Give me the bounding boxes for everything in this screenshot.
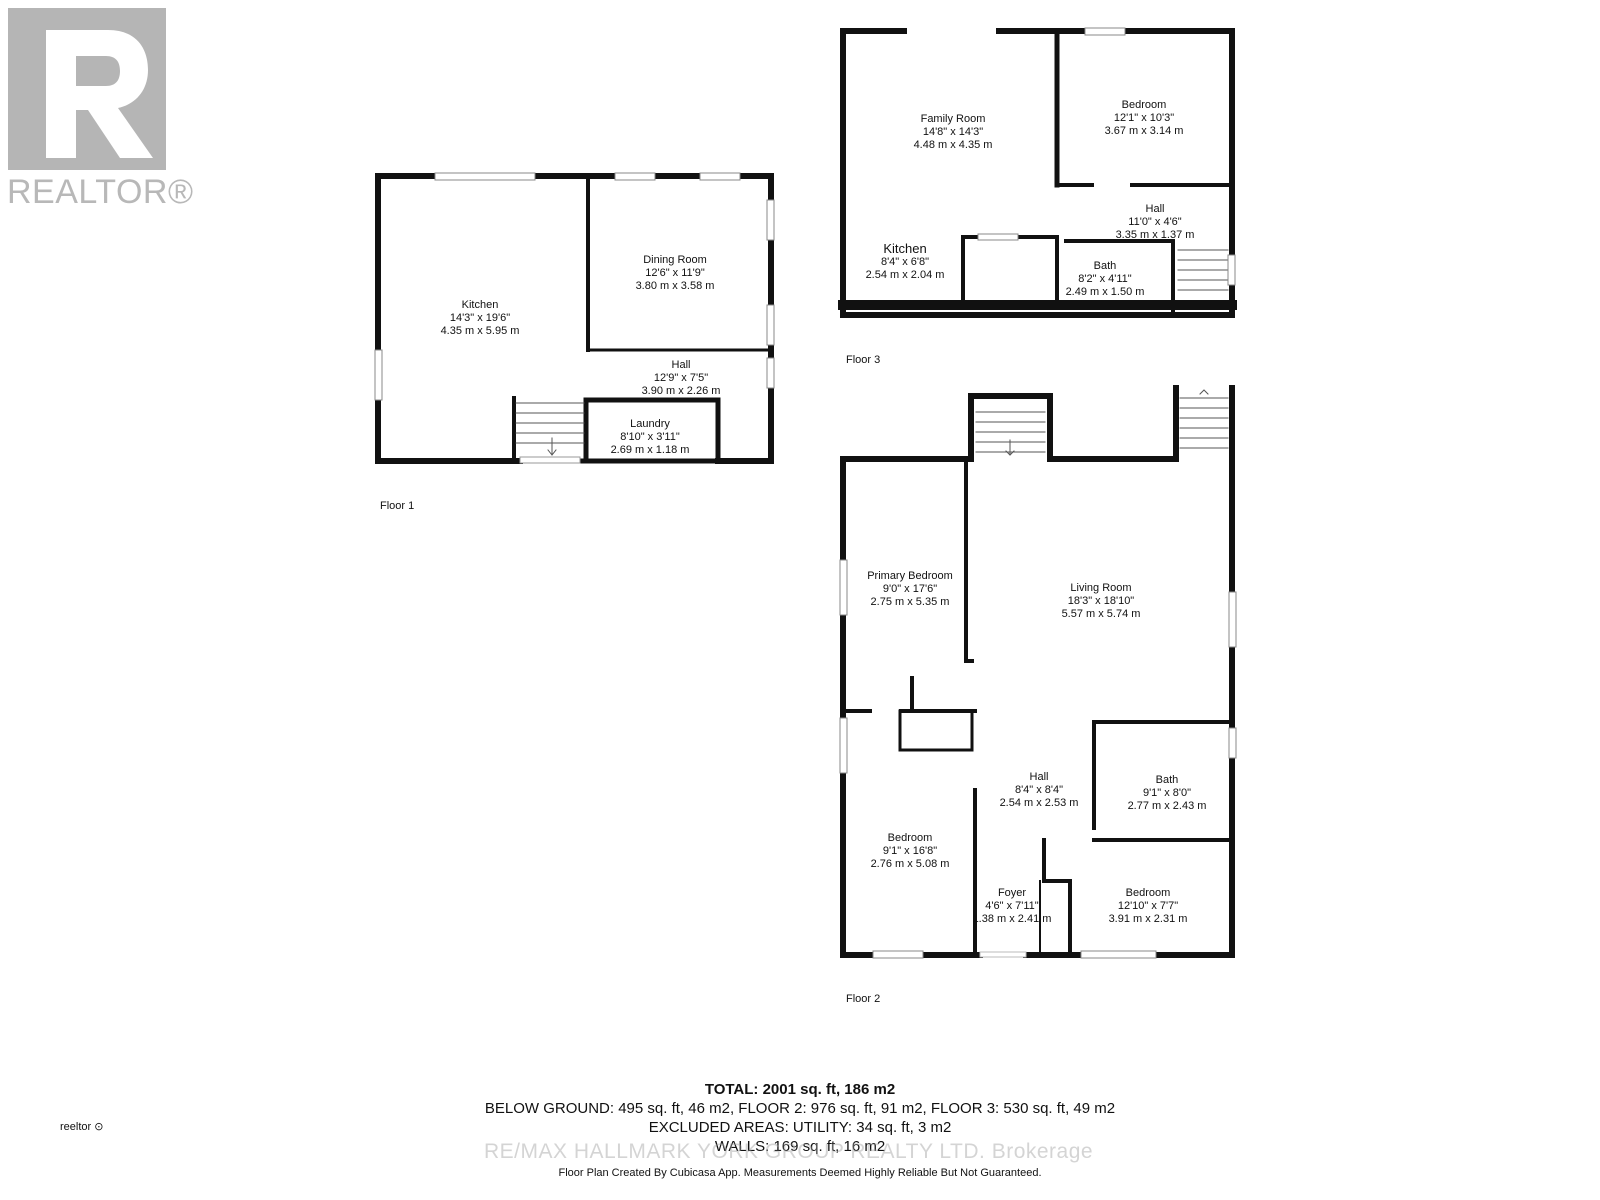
room-dims-imperial: 8'4" x 8'4" [1014, 784, 1064, 796]
room-dims-imperial: 8'2" x 4'11" [1078, 273, 1132, 285]
floor3-stairs [1177, 249, 1229, 291]
room-dims-imperial: 11'0" x 4'6" [1128, 216, 1182, 228]
room-dims-imperial: 4'6" x 7'11" [985, 900, 1039, 912]
room-dims-imperial: 8'10" x 3'11" [620, 431, 680, 443]
room-dims-metric: 3.91 m x 2.31 m [1108, 913, 1188, 925]
walls-area: WALLS: 169 sq. ft, 16 m2 [714, 1138, 886, 1155]
room-dims-metric: 3.90 m x 2.26 m [641, 385, 721, 397]
room-dims-metric: 2.75 m x 5.35 m [870, 596, 950, 608]
room-dims-imperial: 8'4" x 6'8" [880, 256, 930, 268]
room-name: Living Room [1070, 582, 1132, 594]
realtor-wordmark: REALTOR® [7, 173, 194, 211]
room-dims-metric: 3.80 m x 3.58 m [635, 280, 715, 292]
room-dims-metric: 1.38 m x 2.41 m [972, 913, 1052, 925]
disclaimer: Floor Plan Created By Cubicasa App. Meas… [558, 1167, 1042, 1179]
floor2-bedroom-label: Bedroom 9'1" x 16'8" 2.76 m x 5.08 m [871, 832, 950, 871]
room-name: Kitchen [883, 241, 927, 256]
floor1-stairs [515, 402, 585, 464]
room-dims-imperial: 14'3" x 19'6" [449, 312, 511, 324]
realtor-logo-icon [8, 8, 166, 170]
room-dims-imperial: 12'10" x 7'7" [1117, 900, 1179, 912]
floor3-family-label: Family Room 14'8" x 14'3" 4.48 m x 4.35 … [914, 113, 993, 152]
room-dims-imperial: 18'3" x 18'10" [1067, 595, 1135, 607]
room-dims-metric: 3.67 m x 3.14 m [1104, 125, 1184, 137]
floor3-bedroom-label: Bedroom 12'1" x 10'3" 3.67 m x 3.14 m [1105, 99, 1184, 138]
floor1-caption: Floor 1 [380, 500, 415, 512]
room-dims-imperial: 14'8" x 14'3" [922, 126, 984, 138]
floor3-windows [977, 27, 1236, 286]
floor1-walls [375, 173, 774, 464]
floor3-bath-label: Bath 8'2" x 4'11" 2.49 m x 1.50 m [1066, 260, 1145, 299]
room-name: Hall [1145, 203, 1165, 215]
room-name: Dining Room [643, 254, 707, 266]
room-name: Kitchen [461, 299, 499, 311]
room-dims-metric: 3.35 m x 1.37 m [1115, 229, 1195, 241]
room-dims-metric: 4.35 m x 5.95 m [440, 325, 520, 337]
floor1-hall-label: Hall 12'9" x 7'5" 3.90 m x 2.26 m [642, 359, 721, 398]
area-breakdown: BELOW GROUND: 495 sq. ft, 46 m2, FLOOR 2… [484, 1100, 1116, 1117]
floor3-hall-label: Hall 11'0" x 4'6" 3.35 m x 1.37 m [1116, 203, 1195, 242]
floor2-windows [839, 559, 1237, 959]
room-dims-metric: 2.77 m x 2.43 m [1127, 800, 1207, 812]
floor3-caption: Floor 3 [846, 354, 881, 366]
floor2-stairs [975, 389, 1229, 456]
room-dims-metric: 2.49 m x 1.50 m [1065, 286, 1145, 298]
floor2-foyer-label: Foyer 4'6" x 7'11" 1.38 m x 2.41 m [973, 887, 1052, 926]
floor2-caption: Floor 2 [846, 993, 881, 1005]
room-dims-metric: 2.69 m x 1.18 m [610, 444, 690, 456]
floor2-bedroom2-label: Bedroom 12'10" x 7'7" 3.91 m x 2.31 m [1109, 887, 1188, 926]
room-dims-imperial: 12'1" x 10'3" [1113, 112, 1175, 124]
excluded-areas: EXCLUDED AREAS: UTILITY: 34 sq. ft, 3 m2 [648, 1119, 952, 1136]
room-dims-imperial: 9'1" x 16'8" [882, 845, 938, 857]
room-name: Bedroom [1121, 99, 1167, 111]
room-dims-imperial: 9'1" x 8'0" [1142, 787, 1192, 799]
room-name: Bedroom [887, 832, 933, 844]
floor3-kitchen-label: Kitchen 8'4" x 6'8" 2.54 m x 2.04 m [866, 241, 945, 282]
room-dims-metric: 5.57 m x 5.74 m [1061, 608, 1141, 620]
room-dims-metric: 2.54 m x 2.53 m [999, 797, 1079, 809]
room-name: Bedroom [1125, 887, 1171, 899]
room-name: Primary Bedroom [867, 570, 953, 582]
floor1-kitchen-label: Kitchen 14'3" x 19'6" 4.35 m x 5.95 m [441, 299, 520, 338]
brokerage-watermark: RE/MAX HALLMARK YORK GROUP REALTY LTD. B… [484, 1140, 1094, 1163]
floor2-living-label: Living Room 18'3" x 18'10" 5.57 m x 5.74… [1062, 582, 1141, 621]
room-name: Family Room [920, 113, 986, 125]
room-name: Hall [1029, 771, 1049, 783]
reeltor-brand: reeltor ⊙ [60, 1121, 104, 1133]
room-dims-metric: 2.76 m x 5.08 m [870, 858, 950, 870]
floor2-hall-label: Hall 8'4" x 8'4" 2.54 m x 2.53 m [1000, 771, 1079, 810]
room-dims-metric: 4.48 m x 4.35 m [913, 139, 993, 151]
room-dims-imperial: 12'9" x 7'5" [653, 372, 709, 384]
room-name: Bath [1093, 260, 1117, 272]
floor2-bath-label: Bath 9'1" x 8'0" 2.77 m x 2.43 m [1128, 774, 1207, 813]
room-dims-metric: 2.54 m x 2.04 m [865, 269, 945, 281]
room-name: Foyer [997, 887, 1027, 899]
room-name: Hall [671, 359, 691, 371]
room-dims-imperial: 9'0" x 17'6" [882, 583, 938, 595]
floor1-laundry-label: Laundry 8'10" x 3'11" 2.69 m x 1.18 m [611, 418, 690, 457]
floor1-dining-label: Dining Room 12'6" x 11'9" 3.80 m x 3.58 … [636, 254, 715, 293]
floor2-primary-label: Primary Bedroom 9'0" x 17'6" 2.75 m x 5.… [867, 570, 953, 609]
total-area: TOTAL: 2001 sq. ft, 186 m2 [704, 1081, 896, 1098]
floor1-windows [374, 172, 775, 401]
room-dims-imperial: 12'6" x 11'9" [645, 267, 705, 279]
room-name: Laundry [630, 418, 670, 430]
room-name: Bath [1155, 774, 1179, 786]
